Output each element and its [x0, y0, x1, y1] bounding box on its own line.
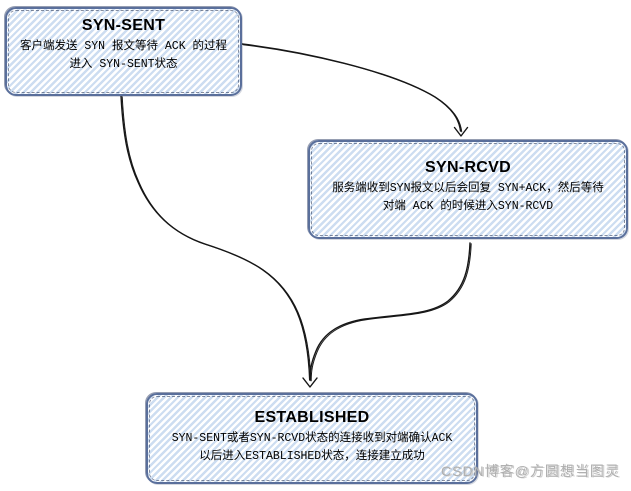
node-syn-sent-line1: 客户端发送 SYN 报文等待 ACK 的过程	[19, 40, 227, 53]
node-syn-rcvd-title: SYN-RCVD	[425, 159, 511, 176]
edge-syn-sent-to-syn-rcvd	[241, 43, 469, 137]
node-syn-sent-line2: 进入 SYN-SENT状态	[69, 57, 178, 71]
node-established: ESTABLISHED SYN-SENT或者SYN-RCVD状态的连接收到对端确…	[146, 393, 478, 484]
csdn-watermark: CSDN博客@方圆想当图灵	[441, 463, 620, 479]
arrowhead-established	[302, 377, 318, 388]
node-established-line2: 以后进入ESTABLISHED状态，连接建立成功	[199, 449, 425, 463]
node-established-title: ESTABLISHED	[254, 409, 370, 426]
node-syn-rcvd: SYN-RCVD 服务端收到SYN报文以后会回复 SYN+ACK，然后等待 对端…	[308, 140, 628, 239]
node-syn-sent-title: SYN-SENT	[81, 17, 166, 34]
arrowhead-syn-rcvd	[453, 126, 469, 137]
node-syn-rcvd-line2: 对端 ACK 的时候进入SYN-RCVD	[382, 199, 554, 213]
node-syn-rcvd-line1: 服务端收到SYN报文以后会回复 SYN+ACK，然后等待	[332, 182, 604, 195]
node-established-line1: SYN-SENT或者SYN-RCVD状态的连接收到对端确认ACK	[171, 432, 453, 445]
node-syn-sent: SYN-SENT 客户端发送 SYN 报文等待 ACK 的过程 进入 SYN-S…	[5, 7, 242, 96]
edge-syn-sent-to-established	[120, 95, 312, 382]
edge-syn-rcvd-to-established	[309, 242, 472, 382]
